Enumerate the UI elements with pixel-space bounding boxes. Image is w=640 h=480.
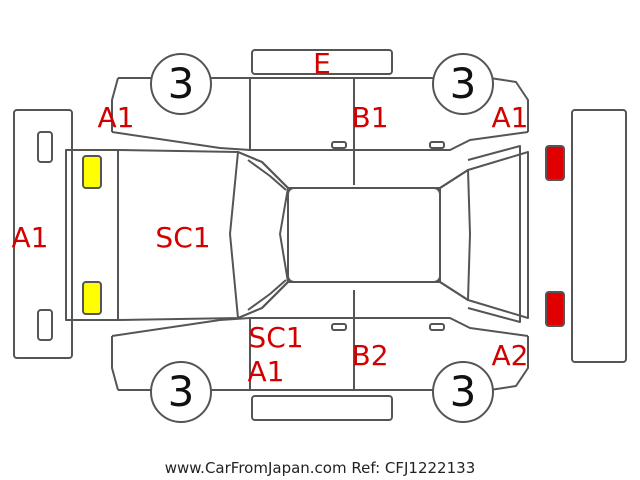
front-bumper-outline bbox=[13, 109, 73, 359]
damage-label-front-right-fender: A1 bbox=[247, 355, 285, 388]
wheel-rear-right-circle bbox=[432, 361, 494, 423]
trunk-outline bbox=[467, 145, 521, 323]
wheel-front-right-number: 3 bbox=[167, 367, 195, 416]
front-lamp-bottom bbox=[82, 281, 102, 315]
damage-label-front-left-fender: A1 bbox=[97, 101, 135, 134]
rear-bumper-outline bbox=[571, 109, 627, 363]
roof-outline bbox=[287, 187, 441, 283]
top-roof-rail bbox=[251, 49, 393, 75]
source-footer: www.CarFromJapan.com Ref: CFJ1222133 bbox=[164, 459, 476, 477]
damage-label-rear-left-quarter: A1 bbox=[491, 101, 529, 134]
wheel-front-right-circle bbox=[150, 361, 212, 423]
damage-label-hood: SC1 bbox=[155, 221, 211, 254]
damage-label-rear-right-quarter: A2 bbox=[491, 339, 529, 372]
damage-label-front-right-pillar: SC1 bbox=[248, 321, 304, 354]
damage-label-front-left-door: B1 bbox=[351, 101, 389, 134]
bottom-roof-rail bbox=[251, 395, 393, 421]
bottom-front-fender-edge bbox=[111, 336, 119, 391]
windshield-inner-line bbox=[247, 279, 287, 311]
top-front-fender-edge bbox=[111, 77, 119, 132]
wheel-rear-left-circle bbox=[432, 53, 494, 115]
wheel-rear-right-number: 3 bbox=[449, 367, 477, 416]
rear-lamp-bottom bbox=[545, 291, 565, 327]
damage-label-top-roof: E bbox=[313, 47, 331, 80]
wheel-rear-left-number: 3 bbox=[449, 59, 477, 108]
front-lamp-top bbox=[82, 155, 102, 189]
bottom-door-handle bbox=[331, 323, 347, 331]
windshield-inner-line bbox=[247, 159, 287, 191]
front-bumper-slot bbox=[37, 309, 53, 341]
damage-label-front-right-door: B2 bbox=[351, 339, 389, 372]
front-bumper-slot bbox=[37, 131, 53, 163]
damage-label-front-bumper: A1 bbox=[11, 221, 49, 254]
top-door-handle bbox=[429, 141, 445, 149]
top-sill-line bbox=[111, 131, 529, 151]
wheel-front-left-number: 3 bbox=[167, 59, 195, 108]
wheel-front-left-circle bbox=[150, 53, 212, 115]
rear-glass-outline bbox=[439, 169, 471, 301]
rear-lamp-top bbox=[545, 145, 565, 181]
bottom-sill-line bbox=[111, 317, 529, 337]
bottom-door-handle bbox=[429, 323, 445, 331]
top-door-handle bbox=[331, 141, 347, 149]
windshield-outline bbox=[229, 151, 289, 319]
